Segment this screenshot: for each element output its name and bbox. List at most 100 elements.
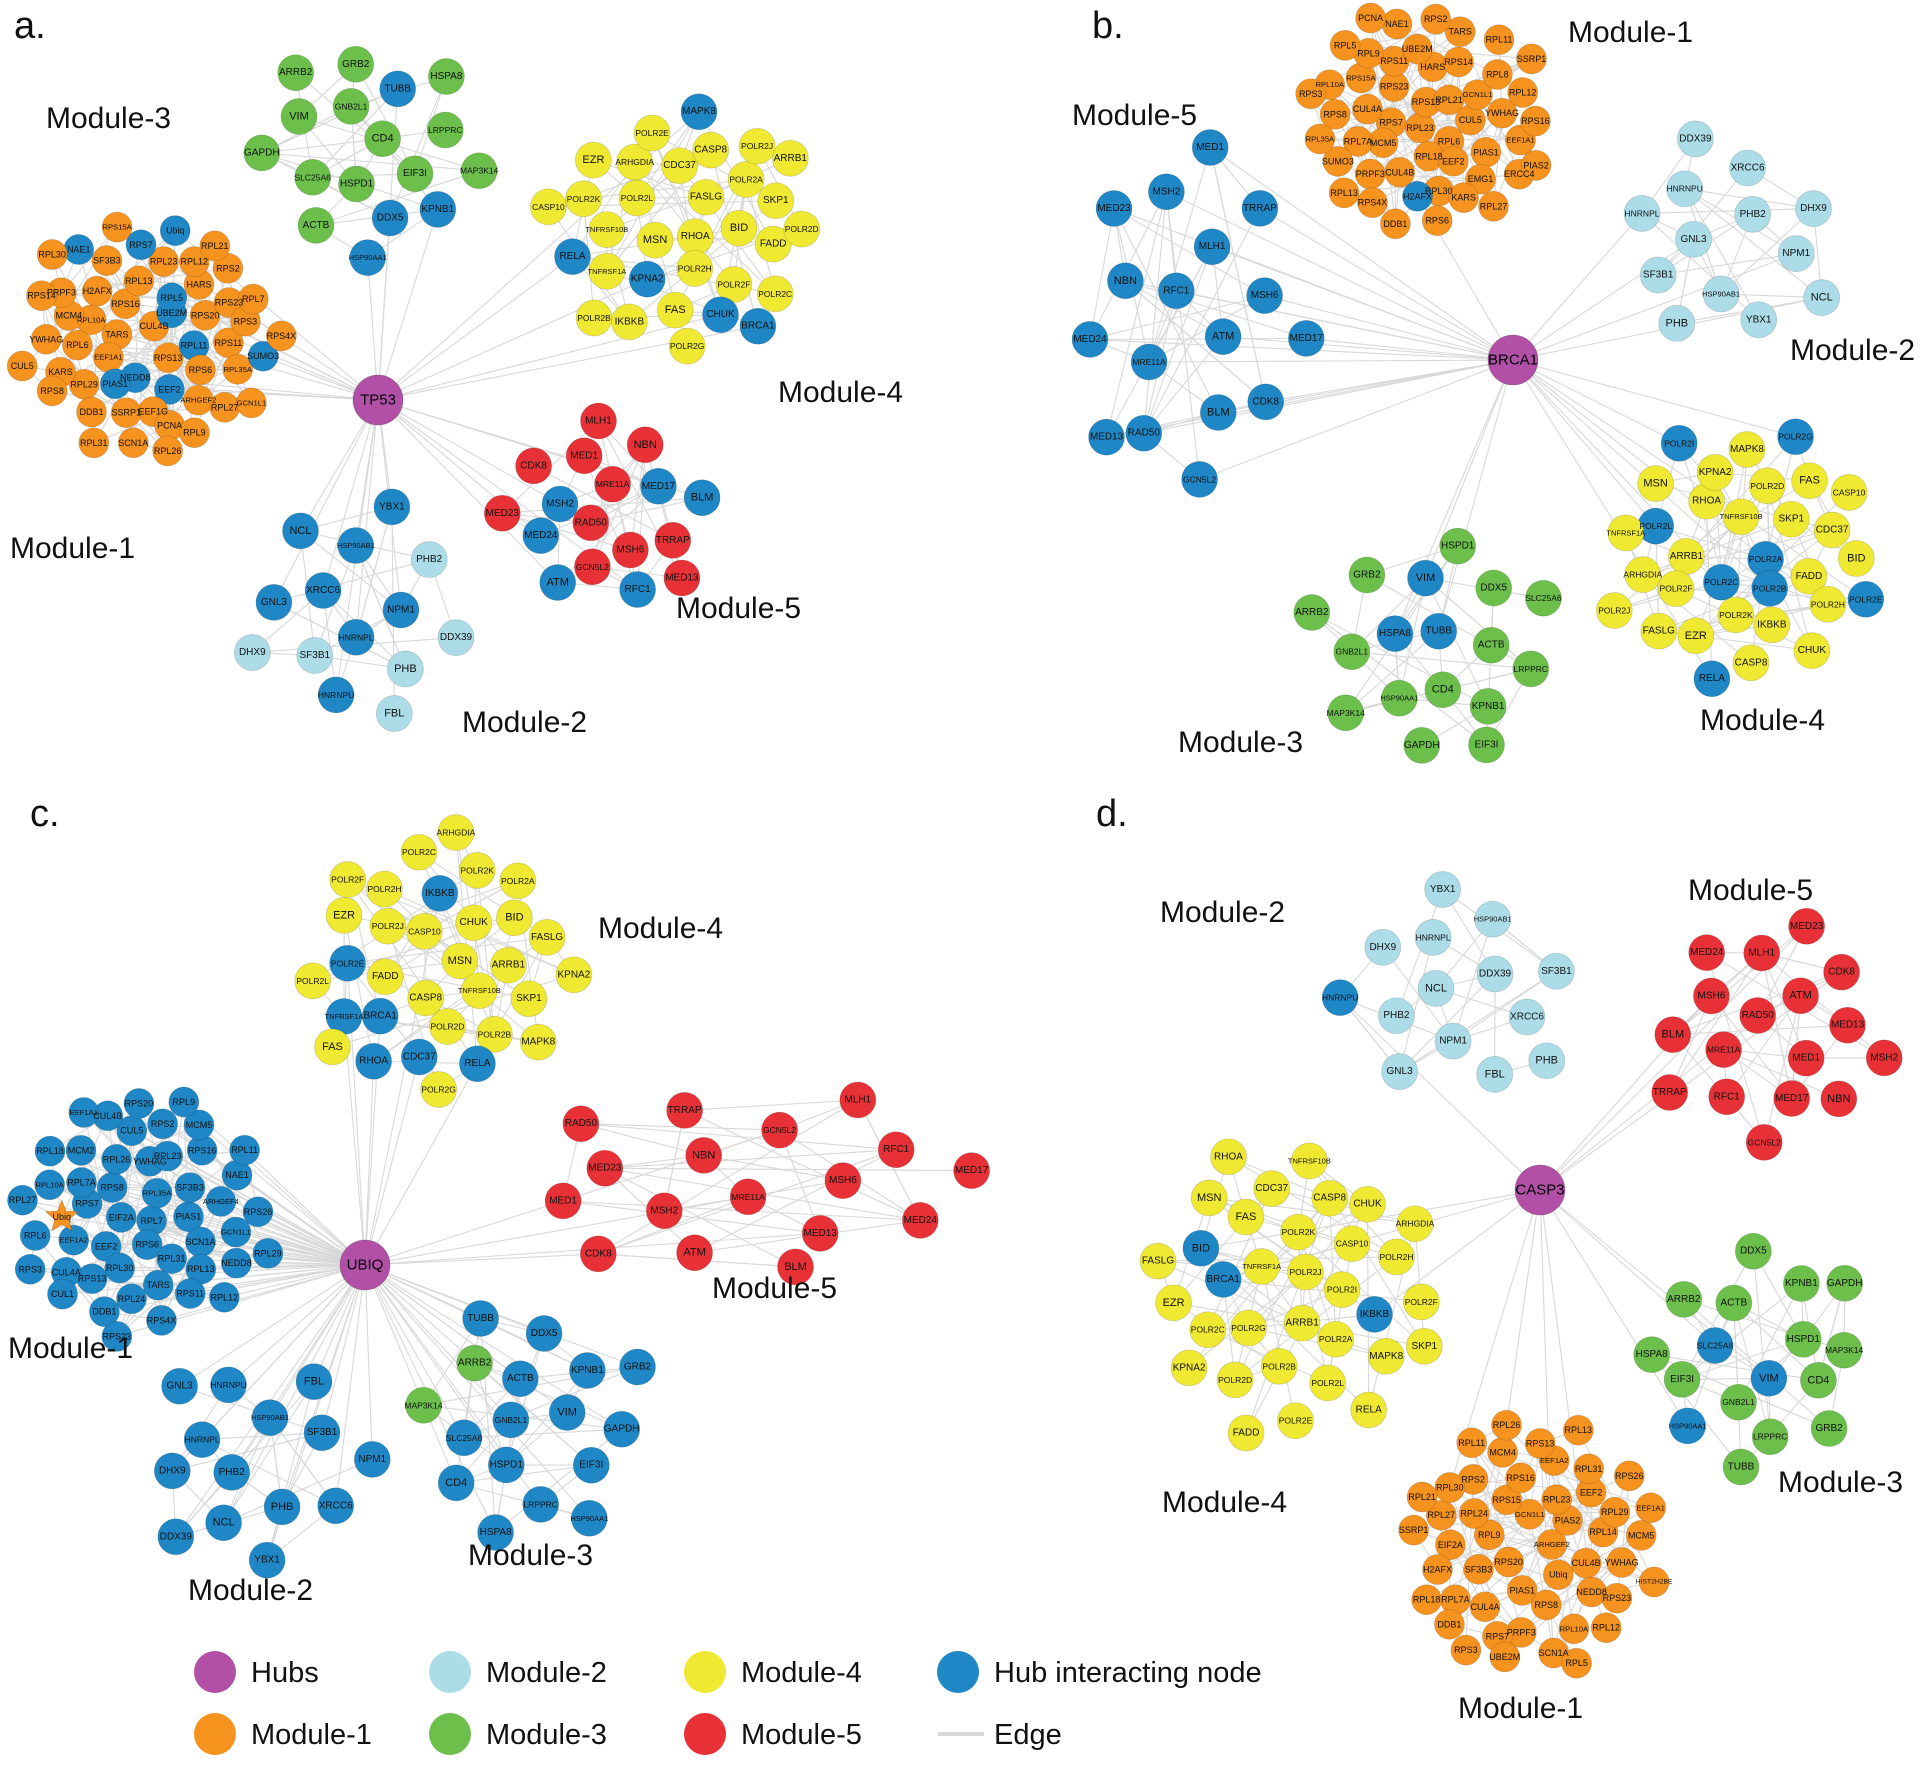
- gene-label: MED23: [588, 1163, 622, 1174]
- edge: [580, 1123, 897, 1151]
- gene-label: FASLG: [1142, 1256, 1174, 1267]
- gene-node: [1478, 190, 1509, 222]
- gene-label: MED13: [804, 1228, 838, 1239]
- gene-label: RPS6: [189, 365, 213, 375]
- gene-label: RPS7: [75, 1199, 99, 1209]
- hub-node: [352, 374, 404, 426]
- edge: [300, 399, 379, 532]
- gene-label: POLR2H: [1811, 599, 1845, 609]
- gene-label: SLC25A6: [295, 172, 332, 182]
- gene-node: [1493, 1546, 1525, 1578]
- gene-label: ACTB: [1720, 1298, 1747, 1309]
- gene-node: [1434, 1608, 1465, 1640]
- gene-node: [366, 958, 404, 996]
- gene-node: [1720, 1383, 1757, 1421]
- gene-label: POLR2F: [1405, 1297, 1438, 1307]
- gene-label: ARRB2: [279, 67, 313, 78]
- gene-label: HSP90AB1: [251, 1413, 289, 1422]
- gene-node: [68, 1097, 100, 1128]
- gene-label: KPNB1: [421, 204, 454, 215]
- gene-node: [756, 275, 794, 313]
- gene-node: [460, 972, 498, 1010]
- gene-label: Ubiq: [166, 226, 185, 236]
- gene-label: RPL30: [1425, 186, 1453, 196]
- edge: [1472, 1479, 1559, 1576]
- edge: [193, 342, 229, 433]
- gene-label: HSPD1: [340, 179, 374, 190]
- gene-node: [400, 1038, 438, 1076]
- gene-label: RPS16: [1521, 116, 1550, 126]
- gene-node: [1525, 579, 1562, 617]
- gene-node: [1125, 414, 1163, 452]
- gene-label: FASLG: [531, 932, 563, 943]
- edge: [1209, 147, 1267, 403]
- gene-label: RPS11: [214, 338, 242, 348]
- gene-label: RAD50: [565, 1118, 598, 1129]
- gene-node: [1190, 1179, 1228, 1217]
- gene-node: [515, 447, 552, 485]
- gene-node: [783, 210, 821, 248]
- gene-node: [148, 246, 179, 277]
- gene-node: [541, 485, 579, 523]
- edge: [1505, 1189, 1541, 1426]
- gene-node: [294, 962, 332, 1000]
- gene-node: [1677, 617, 1715, 655]
- legend-label: Module-1: [251, 1719, 372, 1751]
- gene-label: MSH2: [650, 1205, 678, 1216]
- gene-label: PHB: [1665, 317, 1688, 329]
- gene-label: RPL29: [1601, 1507, 1629, 1517]
- gene-label: RPL12: [1592, 1623, 1620, 1633]
- gene-label: MAPK8: [682, 106, 716, 117]
- gene-node: [1514, 1498, 1546, 1530]
- gene-node: [1328, 177, 1360, 209]
- gene-node: [255, 584, 293, 621]
- gene-node: [1491, 1484, 1523, 1516]
- gene-label: POLR2H: [678, 264, 712, 274]
- gene-node: [266, 320, 297, 352]
- gene-node: [548, 1394, 586, 1431]
- gene-node: [329, 944, 366, 982]
- gene-label: ARRB1: [774, 153, 808, 164]
- gene-label: MSH2: [1870, 1052, 1898, 1063]
- gene-node: [1352, 93, 1383, 125]
- module-label: Module-2: [1790, 334, 1915, 367]
- gene-node: [1613, 1460, 1645, 1492]
- gene-node: [487, 1446, 525, 1484]
- gene-node: [1777, 418, 1814, 456]
- gene-label: RPL5: [1565, 1658, 1588, 1668]
- gene-label: ARHGEF4: [203, 1197, 240, 1206]
- gene-node: [405, 1386, 442, 1424]
- gene-node: [152, 342, 184, 374]
- gene-node: [1403, 727, 1441, 764]
- gene-node: [953, 1152, 990, 1189]
- gene-label: RPS13: [154, 353, 183, 363]
- gene-node: [314, 1028, 351, 1066]
- edge: [637, 444, 646, 590]
- gene-label: MCM4: [1489, 1447, 1516, 1457]
- gene-node: [1651, 1074, 1689, 1111]
- gene-node: [396, 155, 434, 193]
- gene-node: [1216, 1361, 1254, 1399]
- gene-node: [410, 541, 448, 578]
- gene-node: [58, 1224, 90, 1256]
- gene-label: RPS14: [27, 291, 56, 301]
- gene-label: LRPPRC: [1514, 664, 1548, 674]
- gene-label: EEF1A1: [1506, 136, 1534, 145]
- gene-node: [252, 1238, 284, 1269]
- gene-label: MED1: [1196, 142, 1224, 153]
- gene-node: [1378, 997, 1415, 1035]
- gene-node: [720, 209, 758, 247]
- gene-label: HSPA8: [1379, 628, 1411, 639]
- gene-node: [640, 467, 677, 505]
- gene-node: [619, 571, 656, 608]
- gene-label: RPS15A: [1346, 74, 1376, 83]
- gene-label: PRPF3: [1356, 169, 1385, 179]
- gene-node: [1243, 1248, 1281, 1285]
- gene-label: PIAS1: [103, 379, 129, 389]
- edge: [343, 915, 375, 1062]
- gene-label: POLR2H: [367, 884, 401, 894]
- gene-label: GNB2L1: [1722, 1397, 1755, 1407]
- gene-label: RPL18: [1415, 151, 1443, 161]
- gene-node: [562, 1105, 600, 1143]
- edge: [1149, 359, 1514, 363]
